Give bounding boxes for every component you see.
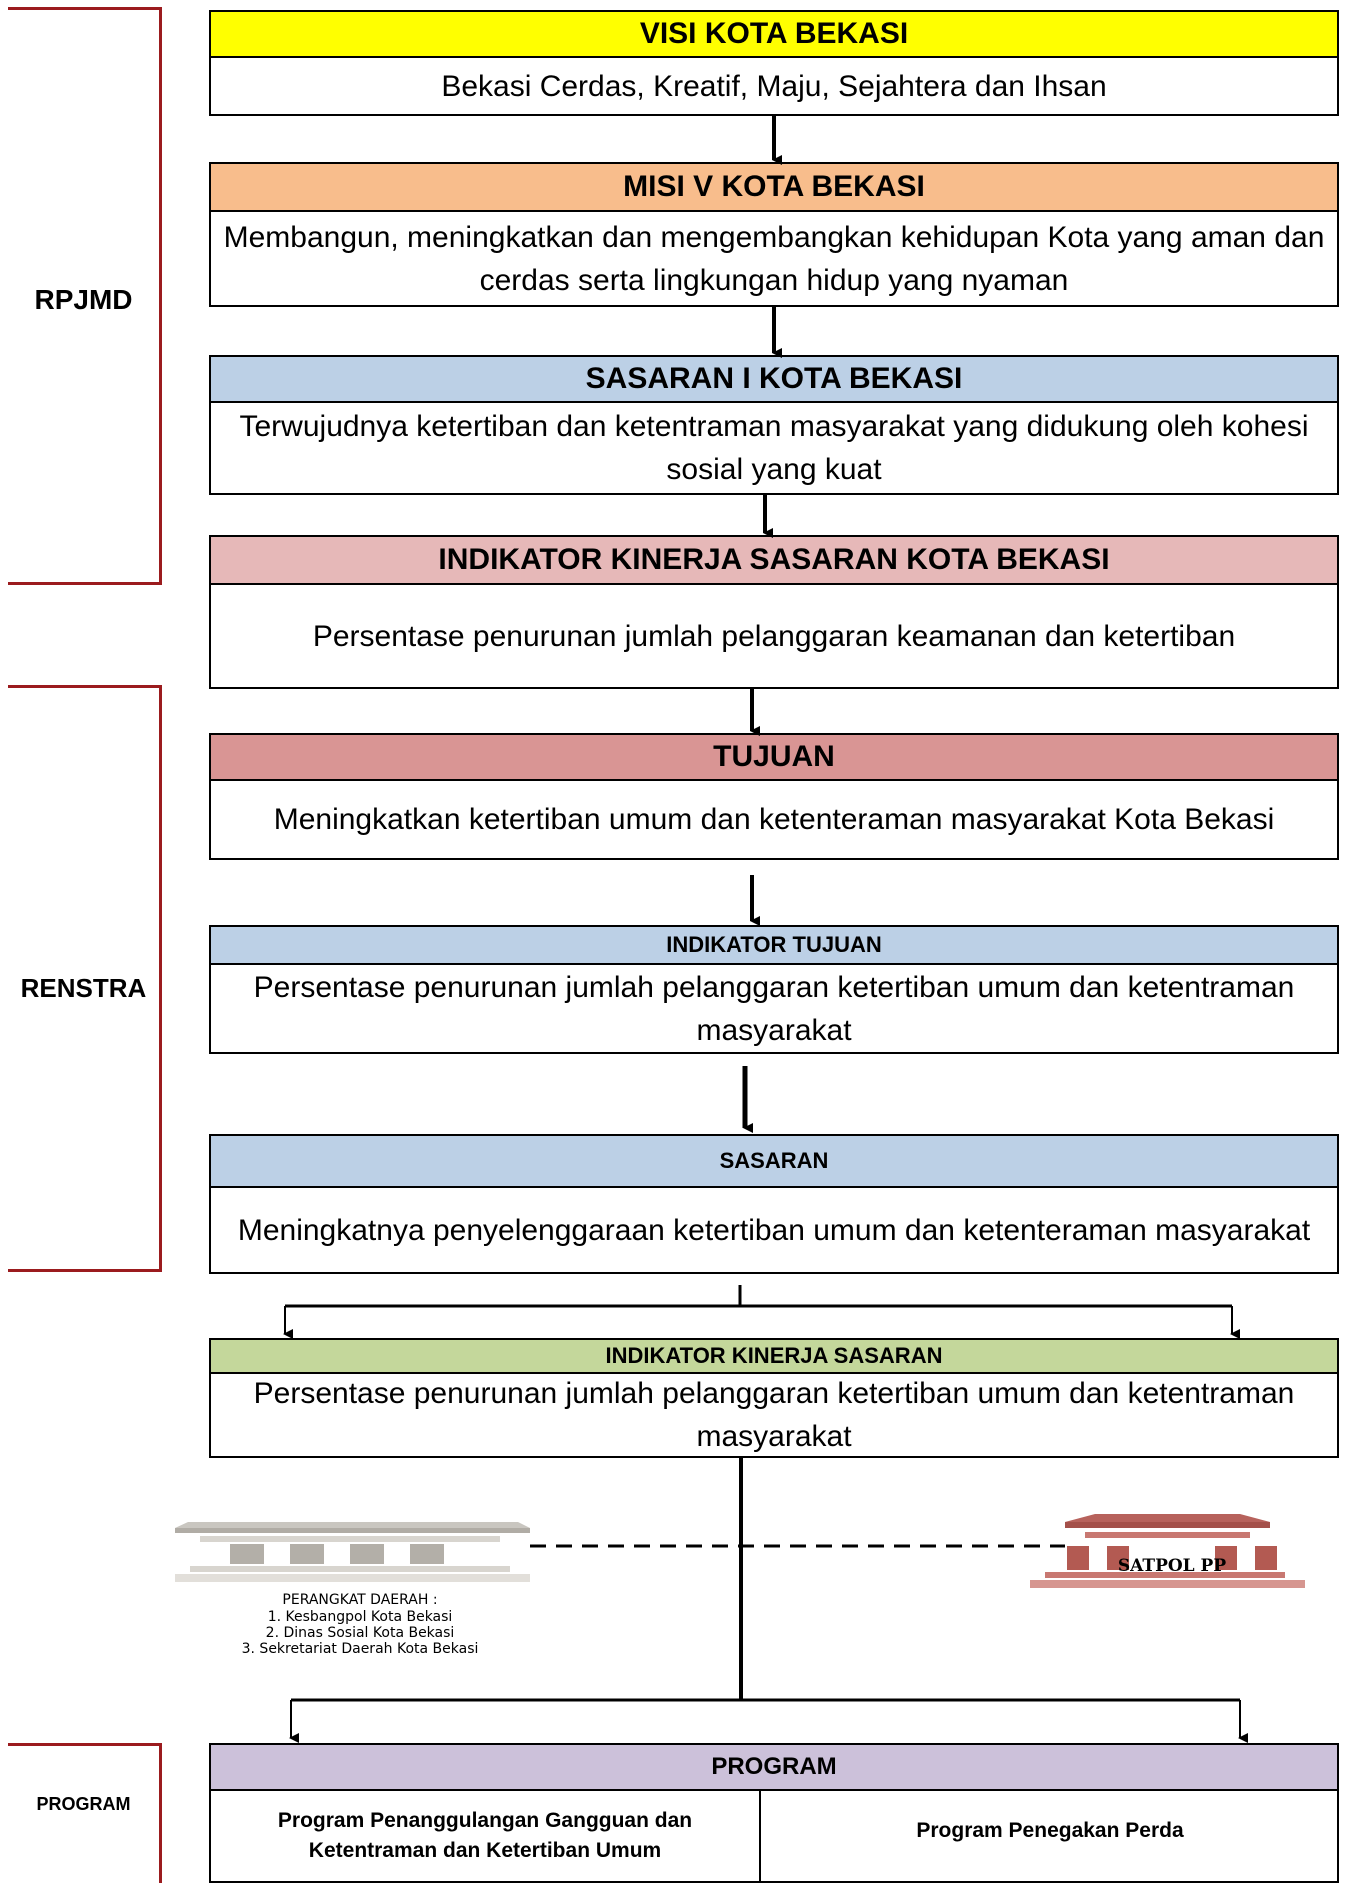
indikator-kinerja-kota-box: INDIKATOR KINERJA SASARAN KOTA BEKASI Pe… [209,535,1339,689]
indikator-kinerja-sasaran-title: INDIKATOR KINERJA SASARAN [211,1340,1337,1374]
indikator-kinerja-sasaran-box: INDIKATOR KINERJA SASARAN Persentase pen… [209,1338,1339,1458]
sasaran-body: Meningkatnya penyelenggaraan ketertiban … [237,1213,1311,1247]
indikator-kinerja-kota-title: INDIKATOR KINERJA SASARAN KOTA BEKASI [211,537,1337,585]
renstra-label: RENSTRA [20,973,147,1003]
program-bracket: PROGRAM [8,1743,162,1883]
perangkat-daerah-item: 2. Dinas Sosial Kota Bekasi [265,1625,455,1641]
satpol-pp-building-icon [1030,1514,1305,1588]
misi-title: MISI V KOTA BEKASI [211,164,1337,212]
tujuan-box: TUJUAN Meningkatkan ketertiban umum dan … [209,733,1339,860]
program-right-cell: Program Penegakan Perda [916,1819,1184,1842]
indikator-kinerja-kota-body: Persentase penurunan jumlah pelanggaran … [312,619,1236,653]
indikator-tujuan-box: INDIKATOR TUJUAN Persentase penurunan ju… [209,925,1339,1054]
program-side-label: PROGRAM [36,1794,131,1814]
sasaran-i-title: SASARAN I KOTA BEKASI [211,357,1337,403]
satpol-pp-label: SATPOL PP [1117,1556,1227,1576]
perangkat-daerah-building-icon [175,1522,530,1582]
program-title: PROGRAM [211,1745,1337,1791]
rpjmd-bracket: RPJMD [8,7,162,585]
sasaran-title: SASARAN [211,1136,1337,1188]
misi-body: Membangun, meningkatkan dan mengembangka… [223,220,1325,297]
visi-title: VISI KOTA BEKASI [211,12,1337,58]
tujuan-title: TUJUAN [211,735,1337,781]
sasaran-box: SASARAN Meningkatnya penyelenggaraan ket… [209,1134,1339,1274]
indikator-kinerja-sasaran-body: Persentase penurunan jumlah pelanggaran … [253,1377,1295,1453]
perangkat-daerah-list: 1. Kesbangpol Kota Bekasi 2. Dinas Sosia… [200,1609,520,1657]
visi-body: Bekasi Cerdas, Kreatif, Maju, Sejahtera … [441,69,1107,103]
program-left-cell: Program Penanggulangan Gangguan dan Kete… [211,1791,761,1881]
visi-box: VISI KOTA BEKASI Bekasi Cerdas, Kreatif,… [209,10,1339,116]
perangkat-daerah-item: 3. Sekretariat Daerah Kota Bekasi [241,1641,479,1657]
indikator-tujuan-body: Persentase penurunan jumlah pelanggaran … [253,970,1295,1047]
perangkat-daerah-item: 1. Kesbangpol Kota Bekasi [267,1609,453,1625]
renstra-bracket: RENSTRA [8,685,162,1272]
program-box: PROGRAM Program Penanggulangan Gangguan … [209,1743,1339,1883]
rpjmd-label: RPJMD [34,284,133,315]
sasaran-i-body: Terwujudnya ketertiban dan ketentraman m… [239,410,1309,486]
sasaran-i-box: SASARAN I KOTA BEKASI Terwujudnya ketert… [209,355,1339,495]
tujuan-body: Meningkatkan ketertiban umum dan ketente… [273,803,1275,836]
misi-box: MISI V KOTA BEKASI Membangun, meningkatk… [209,162,1339,307]
indikator-tujuan-title: INDIKATOR TUJUAN [211,927,1337,965]
perangkat-daerah-heading: PERANGKAT DAERAH : [282,1592,438,1608]
